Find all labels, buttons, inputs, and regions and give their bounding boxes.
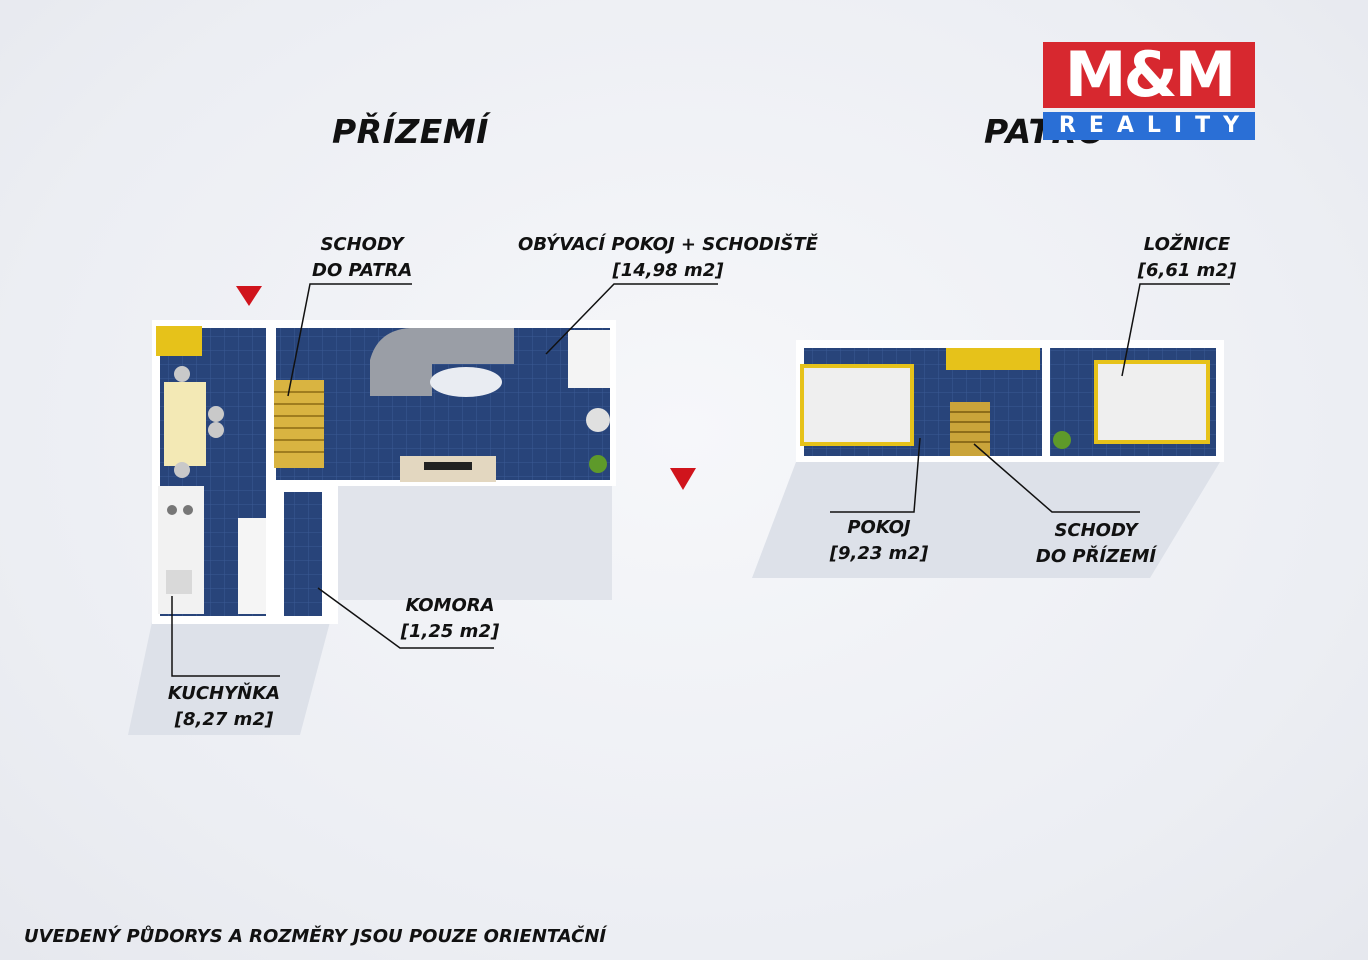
chair: [174, 462, 190, 478]
cabinet: [568, 330, 610, 388]
kitchen-sink: [166, 570, 192, 594]
inner-wall-horizontal: [276, 480, 330, 492]
round-table: [586, 408, 610, 432]
label-bedroom: LOŽNICE[6,61 m2]: [1137, 234, 1237, 281]
entrance-marker-top: [236, 286, 262, 306]
entrance-marker-right: [670, 468, 696, 490]
leader-kitchen: [171, 596, 280, 677]
plant-icon: [589, 455, 607, 473]
chair: [208, 422, 224, 438]
stove-burner: [167, 505, 177, 515]
disclaimer-footer: UVEDENÝ PŮDORYS A ROZMĚRY JSOU POUZE ORI…: [24, 926, 607, 947]
upper-floor-shadow: [752, 462, 1220, 578]
label-room: POKOJ[9,23 m2]: [829, 517, 929, 564]
wardrobe: [946, 348, 1040, 370]
ground-floor-heading: PŘÍZEMÍ: [332, 112, 489, 151]
coffee-table: [430, 367, 502, 397]
stairs-up: [274, 380, 324, 468]
company-logo: M&M REALITY: [1043, 42, 1255, 140]
television: [424, 462, 472, 470]
leader-lines: [171, 283, 1230, 677]
logo-sub-text: REALITY: [1043, 112, 1255, 140]
upper-floor-plan: [752, 340, 1224, 578]
chair: [208, 406, 224, 422]
corner-sofa: [370, 328, 514, 396]
ground-floor-plan: [128, 286, 696, 735]
stairs-down: [950, 402, 990, 456]
leader-room: [830, 437, 921, 513]
bed-left: [800, 364, 914, 446]
refrigerator: [238, 518, 266, 614]
logo-main-text: M&M: [1043, 42, 1255, 108]
chair: [174, 366, 190, 382]
inner-wall-vertical: [266, 328, 276, 616]
kitchen-cabinet: [156, 326, 202, 356]
label-kitchenette: KUCHYŇKA[8,27 m2]: [167, 683, 281, 730]
leader-stairs-down: [973, 443, 1140, 513]
pantry-floor: [284, 492, 322, 616]
leader-bedroom: [1121, 283, 1230, 377]
ground-floor-shadow-right: [330, 484, 612, 622]
dining-table: [164, 382, 206, 466]
leader-pantry: [317, 587, 494, 649]
leader-stairs-up: [287, 283, 412, 397]
leader-living-room: [545, 283, 718, 355]
kitchen-counter: [158, 486, 204, 614]
label-pantry: KOMORA[1,25 m2]: [400, 595, 500, 642]
label-living-room: OBÝVACÍ POKOJ + SCHODIŠTĚ[14,98 m2]: [518, 234, 818, 281]
plant-icon: [1053, 431, 1071, 449]
ground-floor-shadow: [128, 622, 330, 735]
stove-burner: [183, 505, 193, 515]
bed-right: [1094, 360, 1210, 444]
